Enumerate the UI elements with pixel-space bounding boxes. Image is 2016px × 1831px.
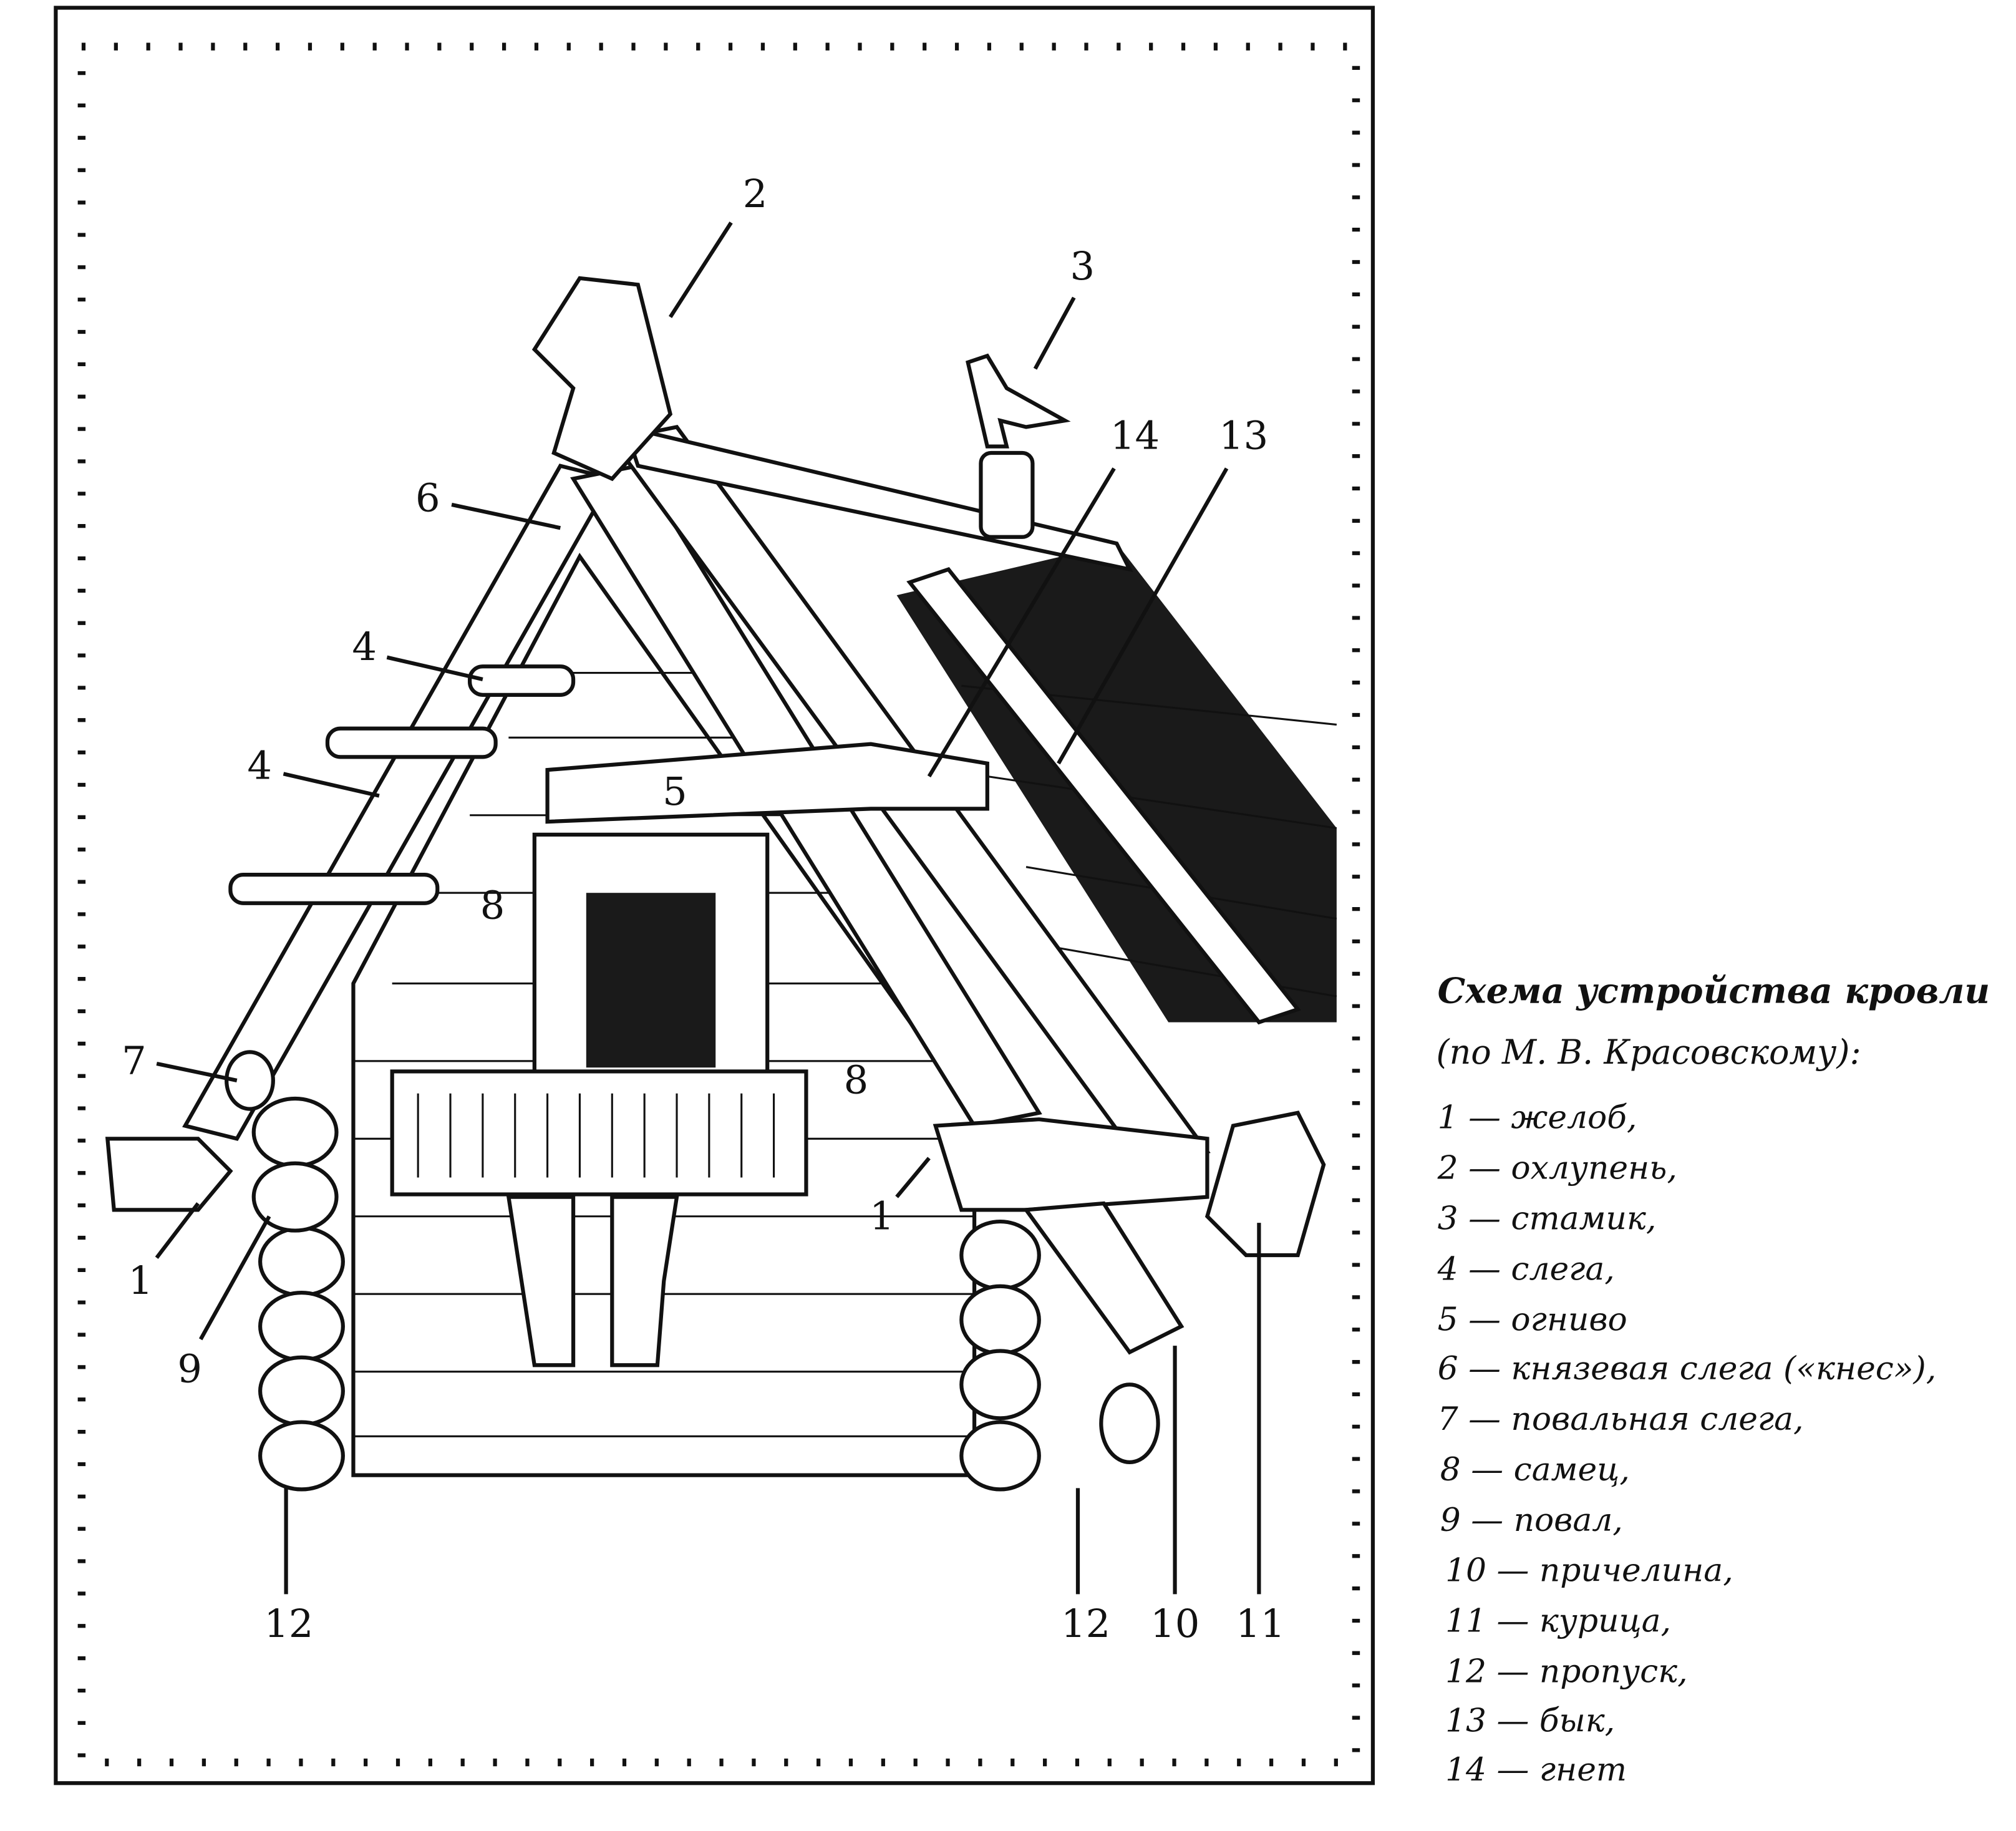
callout-12b: 12	[1061, 1601, 1110, 1646]
legend-item: 11 — курица,	[1445, 1603, 1671, 1640]
callout-3: 3	[1070, 243, 1095, 289]
callout-12a: 12	[264, 1601, 313, 1646]
legend-item: 14 — гнет	[1445, 1751, 1627, 1789]
callout-2: 2	[743, 171, 768, 216]
poval-slega-end	[225, 1050, 275, 1111]
callout-1b: 1	[870, 1193, 894, 1238]
ogniwo-beam	[545, 742, 989, 824]
balcony-bracket-left	[506, 1195, 576, 1367]
legend-item: 9 — повал,	[1440, 1502, 1623, 1539]
legend-item: 2 — охлупень,	[1437, 1150, 1677, 1187]
legend: Схема устройства кровли (по М. В. Красов…	[1437, 971, 1990, 1789]
gutter-left	[105, 1137, 233, 1212]
rafter-bull	[906, 567, 1301, 1025]
corner-logs-right	[959, 1219, 1160, 1492]
callout-10: 10	[1150, 1601, 1199, 1646]
callout-9: 9	[177, 1346, 202, 1391]
house-illustration	[105, 276, 1337, 1492]
legend-item: 12 — пропуск,	[1445, 1653, 1688, 1690]
purlin-4b	[325, 726, 498, 759]
legend-item: 13 — бык,	[1445, 1702, 1615, 1739]
prichelina-board	[1022, 1201, 1185, 1355]
legend-item: 7 — повальная слега,	[1438, 1401, 1804, 1438]
legend-subtitle: (по М. В. Красовскому):	[1437, 1032, 1861, 1072]
callout-4b: 4	[247, 743, 272, 789]
gutter-right	[933, 1117, 1209, 1212]
outer-frame	[54, 6, 1375, 1785]
purlin	[228, 873, 440, 905]
purlin-4a	[468, 664, 576, 697]
callout-8b: 8	[844, 1057, 869, 1103]
callout-14: 14	[1110, 413, 1160, 459]
balcony-bracket-right	[610, 1195, 679, 1367]
callout-11: 11	[1236, 1601, 1285, 1646]
legend-item: 10 — причелина,	[1445, 1552, 1733, 1590]
kuritsa	[1204, 1110, 1326, 1258]
legend-title: Схема устройства кровли	[1438, 971, 1990, 1012]
legend-item: 1 — желоб,	[1438, 1099, 1637, 1137]
legend-item: 5 — огниво	[1438, 1301, 1627, 1338]
balcony	[390, 1069, 808, 1197]
legend-item: 8 — самец,	[1440, 1451, 1630, 1489]
callout-4a: 4	[352, 624, 377, 669]
stamik-post	[979, 450, 1035, 539]
corner-logs-left	[251, 1096, 345, 1492]
ridge-head-okhlupen	[531, 276, 673, 482]
bird-stamik	[966, 353, 1071, 449]
callout-8a: 8	[480, 883, 505, 928]
callout-lines	[155, 221, 1261, 1595]
callout-6: 6	[415, 475, 440, 520]
callout-7: 7	[122, 1038, 147, 1084]
legend-item: 3 — стамик,	[1438, 1200, 1657, 1237]
callout-5: 5	[662, 769, 687, 814]
window-opening	[586, 893, 716, 1068]
legend-item: 4 — слега,	[1437, 1250, 1615, 1288]
legend-item: 6 — князевая слега («кнес»),	[1438, 1350, 1937, 1387]
callout-13: 13	[1219, 413, 1268, 459]
callout-1a: 1	[128, 1258, 153, 1303]
